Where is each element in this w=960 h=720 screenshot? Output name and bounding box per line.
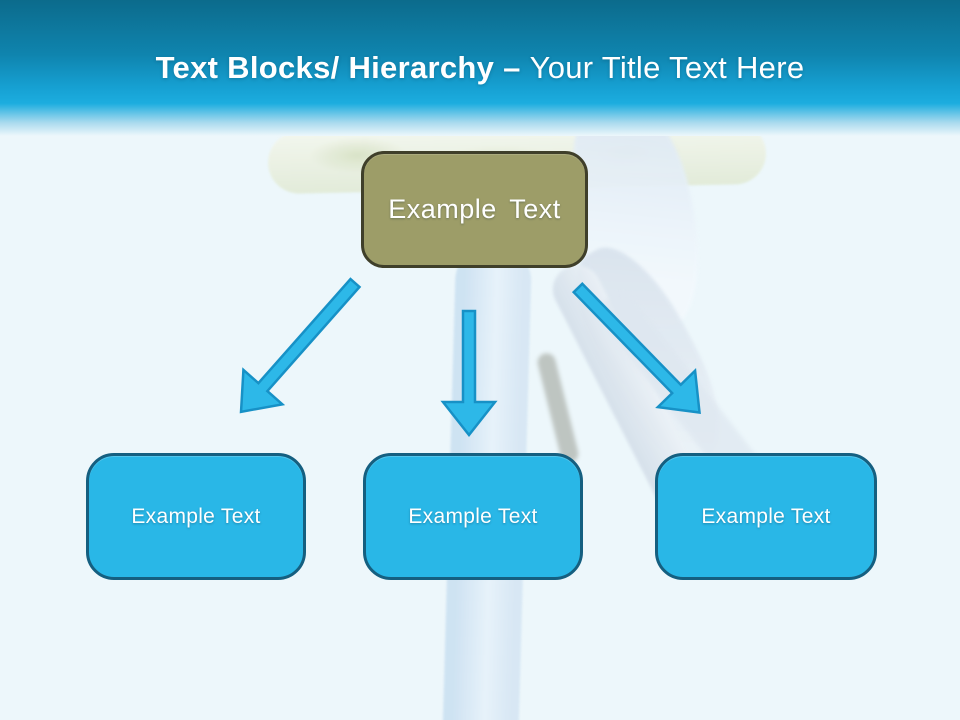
hierarchy-root-label: Example Text <box>388 194 561 224</box>
arrow-to-child-1-icon <box>239 277 362 414</box>
hierarchy-child-box-3: Example Text <box>655 453 877 580</box>
hierarchy-child-label-1: Example Text <box>131 504 261 528</box>
slide-title-main: Text Blocks/ Hierarchy – <box>155 50 521 85</box>
hierarchy-child-box-1: Example Text <box>86 453 306 580</box>
arrow-to-child-2-icon <box>440 309 498 438</box>
slide-title: Text Blocks/ Hierarchy – Your Title Text… <box>0 50 960 86</box>
hierarchy-root-box: Example Text <box>361 151 588 268</box>
slide-header: Text Blocks/ Hierarchy – Your Title Text… <box>0 0 960 136</box>
hierarchy-child-box-2: Example Text <box>363 453 583 580</box>
hierarchy-child-label-2: Example Text <box>408 504 538 528</box>
hierarchy-child-label-3: Example Text <box>701 504 831 528</box>
arrow-to-child-3-icon <box>571 282 701 414</box>
slide-title-sub: Your Title Text Here <box>529 50 805 85</box>
